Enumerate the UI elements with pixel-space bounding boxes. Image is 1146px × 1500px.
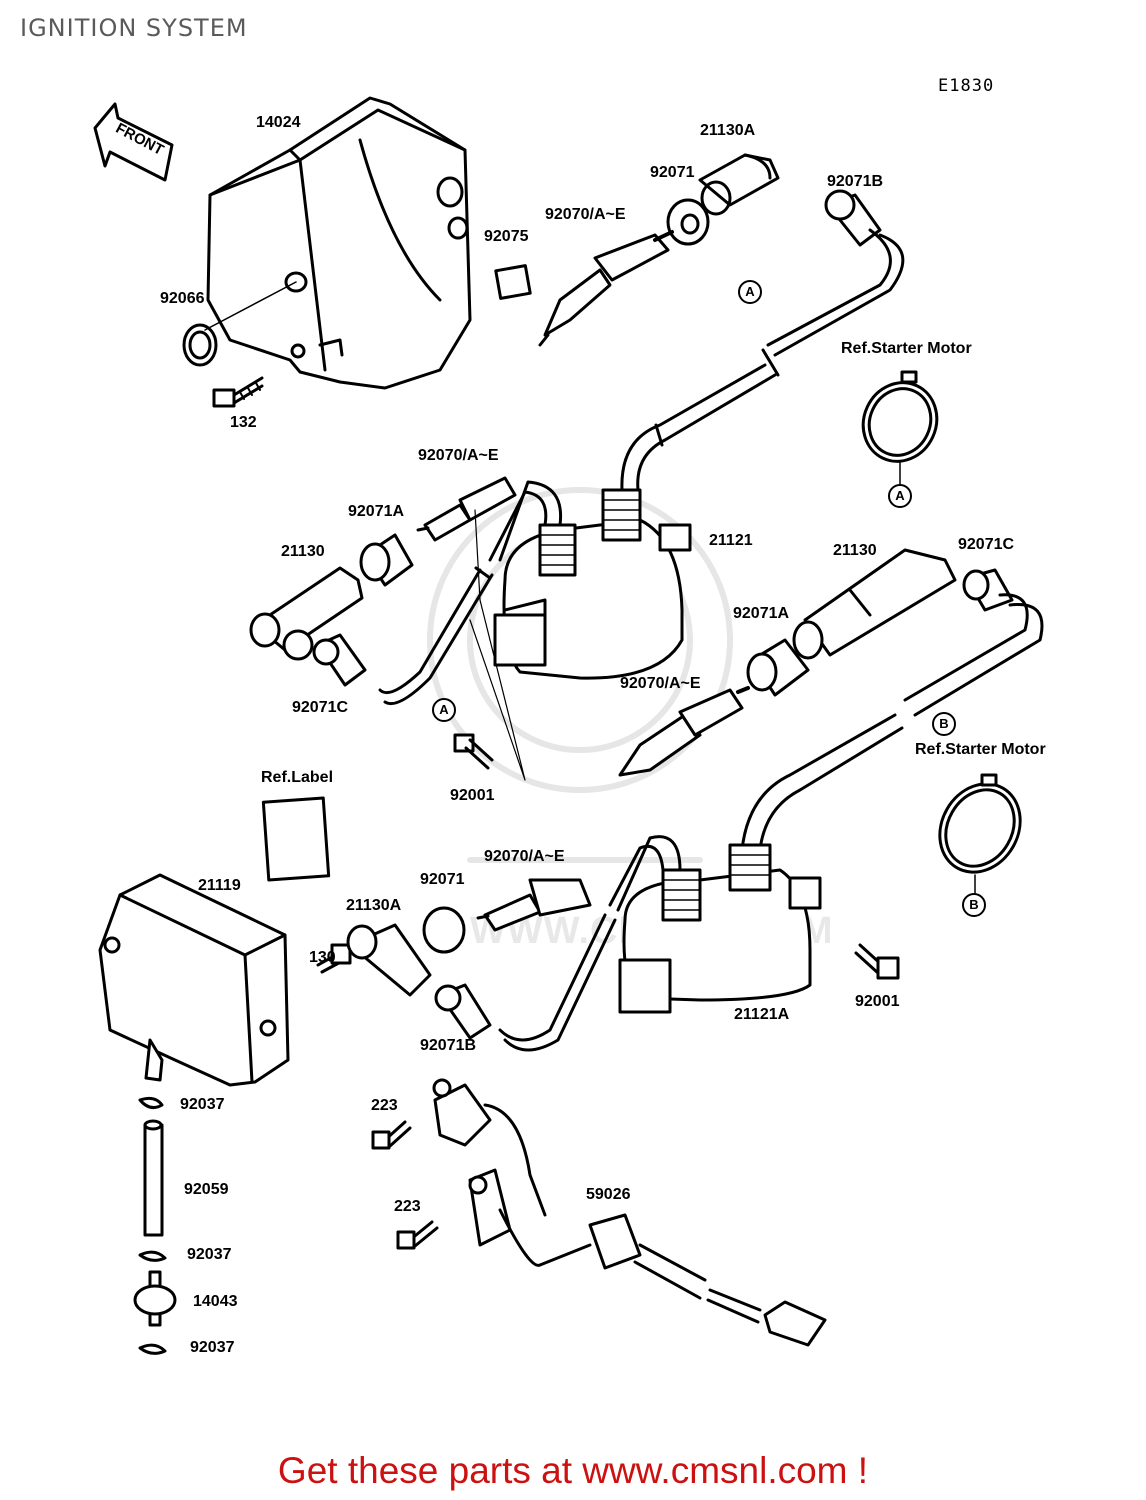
label-92071c-left: 92071C xyxy=(292,699,349,716)
plug-92066 xyxy=(182,281,297,367)
bolt-92001-mid xyxy=(453,509,526,781)
label-223-2: 223 xyxy=(394,1198,421,1215)
label-92071-top: 92071 xyxy=(650,164,695,181)
diagram-id: E1830 xyxy=(938,76,995,96)
label-ref-starter-2: Ref.Starter Motor xyxy=(915,741,1046,758)
bolt-92001-bottom xyxy=(854,943,900,980)
label-21130-left: 21130 xyxy=(281,543,325,560)
label-92071a-right: 92071A xyxy=(733,605,790,622)
front-arrow-icon: FRONT xyxy=(93,102,174,182)
boot-92071a-left xyxy=(359,533,414,587)
label-92001-bottom: 92001 xyxy=(855,993,900,1010)
vacuum-hose-set xyxy=(133,1096,177,1355)
label-92001-mid: 92001 xyxy=(450,787,495,804)
label-92070-bottom: 92070/A~E xyxy=(484,848,565,865)
starter-ring-1 xyxy=(861,370,939,485)
ref-marker-b-2: B xyxy=(962,893,986,917)
label-130: 130 xyxy=(309,949,336,966)
label-92071b-bottom: 92071B xyxy=(420,1037,477,1054)
label-92070-mid: 92070/A~E xyxy=(418,447,499,464)
cap-21130-left xyxy=(249,566,364,661)
boot-92071b-top xyxy=(824,189,882,247)
label-21121: 21121 xyxy=(709,532,753,549)
ref-label-card xyxy=(261,796,331,882)
starter-ring-2 xyxy=(938,773,1022,896)
label-92071c-right: 92071C xyxy=(958,536,1015,553)
label-223-1: 223 xyxy=(371,1097,398,1114)
label-92070-right: 92070/A~E xyxy=(620,675,701,692)
cover-14024 xyxy=(206,96,472,390)
lead-wire-right xyxy=(740,593,1044,852)
boot-92071a-right xyxy=(746,638,810,697)
ref-marker-a-1: A xyxy=(738,280,762,304)
cap-21130a-bottom xyxy=(346,923,432,997)
label-21130a-bottom: 21130A xyxy=(346,897,402,914)
sparkplug-right xyxy=(618,686,750,777)
ref-marker-b-1: B xyxy=(932,712,956,736)
ref-marker-a-2: A xyxy=(888,484,912,508)
sparkplug-mid xyxy=(416,476,517,542)
label-92070-top: 92070/A~E xyxy=(545,206,626,223)
label-14024: 14024 xyxy=(256,114,301,131)
boot-92071b-bottom xyxy=(434,983,492,1040)
label-ref-starter-1: Ref.Starter Motor xyxy=(841,340,972,357)
label-92066: 92066 xyxy=(160,290,205,307)
bolt-130 xyxy=(316,943,352,974)
boot-92071-bottom xyxy=(422,906,466,954)
label-92075: 92075 xyxy=(484,228,529,245)
label-92071a-left: 92071A xyxy=(348,503,405,520)
label-14043: 14043 xyxy=(193,1293,238,1310)
boot-92071c-left xyxy=(312,633,367,687)
label-92037-3: 92037 xyxy=(190,1339,235,1356)
label-92071-bottom: 92071 xyxy=(420,871,465,888)
screw-223-bottom xyxy=(396,1220,439,1250)
footer-promo[interactable]: Get these parts at www.cmsnl.com ! xyxy=(277,1450,869,1491)
screw-223-top xyxy=(371,1120,412,1150)
pad-92075 xyxy=(494,264,532,300)
label-ref-label: Ref.Label xyxy=(261,769,334,786)
sparkplug-top xyxy=(538,230,674,347)
coil-21121-lead xyxy=(378,480,563,705)
label-92071b-top: 92071B xyxy=(827,173,884,190)
label-21121a: 21121A xyxy=(734,1006,790,1023)
cap-21130a-top xyxy=(698,153,780,216)
label-92059: 92059 xyxy=(184,1181,229,1198)
sensor-harness-59026 xyxy=(432,1078,827,1347)
boot-92071c-right xyxy=(962,568,1014,612)
boot-92071-top xyxy=(666,198,710,246)
igniter-21119 xyxy=(98,873,290,1087)
page-title: IGNITION SYSTEM xyxy=(20,14,248,42)
lead-wire-top xyxy=(620,228,905,492)
ref-marker-a-3: A xyxy=(432,698,456,722)
sparkplug-bottom xyxy=(476,878,592,932)
cap-21130-right xyxy=(792,548,957,660)
label-92037-1: 92037 xyxy=(180,1096,225,1113)
coil-21121a-lead xyxy=(498,835,682,1052)
label-21119: 21119 xyxy=(198,877,241,894)
label-132: 132 xyxy=(230,414,257,431)
coil-21121 xyxy=(493,488,692,680)
bolt-132 xyxy=(212,376,264,408)
coil-21121a xyxy=(618,843,822,1014)
label-21130a-top: 21130A xyxy=(700,122,756,139)
label-21130-right: 21130 xyxy=(833,542,877,559)
label-92037-2: 92037 xyxy=(187,1246,232,1263)
label-59026: 59026 xyxy=(586,1186,631,1203)
